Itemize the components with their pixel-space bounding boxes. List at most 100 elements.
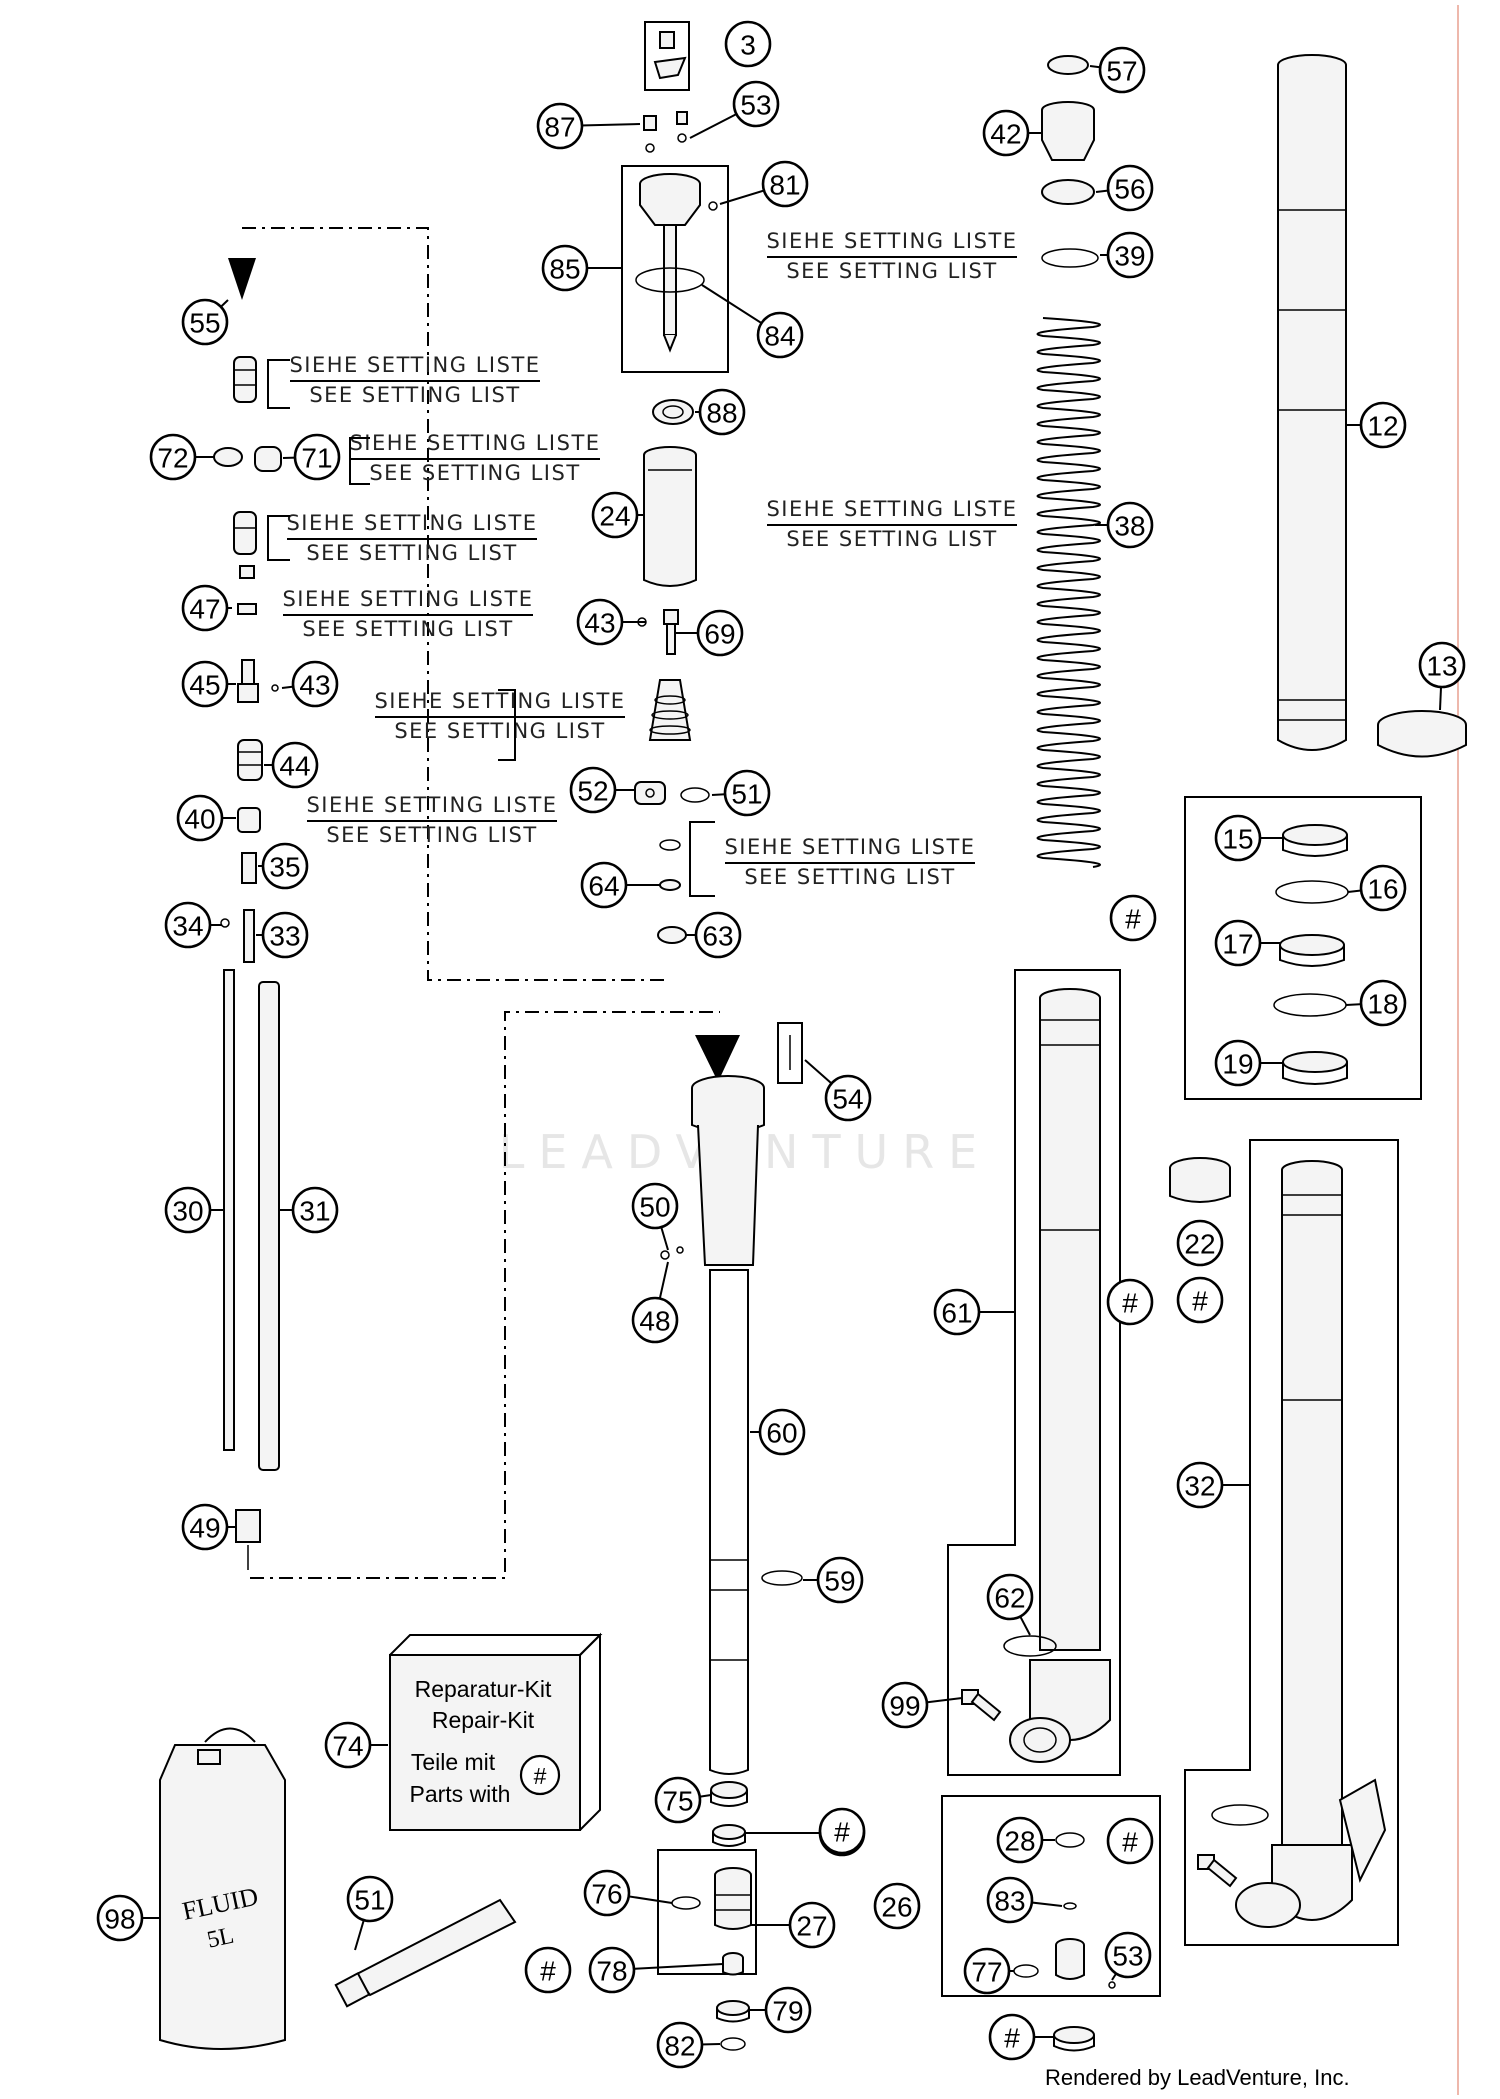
bolt-icon — [1197, 1854, 1238, 1888]
callout-55: 55 — [181, 298, 229, 346]
callout-59: 59 — [816, 1556, 864, 1604]
setting-list-note: SIEHE SETTING LISTE SEE SETTING LIST — [724, 835, 975, 889]
washer-72-icon — [213, 447, 243, 467]
setting-list-de: SIEHE SETTING LISTE — [349, 431, 600, 455]
callout-label: # — [834, 1817, 850, 1848]
callout-label: 32 — [1184, 1471, 1215, 1502]
callout-24: 24 — [591, 491, 639, 539]
callout-label: 45 — [189, 670, 220, 701]
callout-label: 24 — [599, 501, 630, 532]
repair-kit-title-en: Repair-Kit — [432, 1707, 535, 1733]
seal-17-icon — [1279, 934, 1345, 967]
arrow-down-icon — [695, 1035, 740, 1082]
callout-label: 26 — [881, 1892, 912, 1923]
repair-kit-parts-de: Teile mit — [411, 1749, 496, 1775]
nut-63-icon — [657, 926, 687, 944]
setting-list-de: SIEHE SETTING LISTE — [306, 793, 557, 817]
nut-77-icon — [722, 1952, 744, 1976]
valve-71-icon — [254, 446, 282, 472]
callout-82: 82 — [656, 2021, 704, 2069]
callout-label: 22 — [1184, 1229, 1215, 1260]
callout-label: 16 — [1367, 874, 1398, 905]
fluid-can-volume: 5L — [205, 1923, 236, 1954]
cartridge-76-icon — [714, 1867, 752, 1930]
callout-42: 42 — [982, 109, 1030, 157]
callout-label: 30 — [172, 1196, 203, 1227]
callout-78: 78 — [588, 1946, 636, 1994]
callout-99: 99 — [881, 1681, 929, 1729]
seal-kit-box — [1184, 796, 1422, 1100]
rod-31-icon — [258, 981, 280, 1471]
callout-label: 76 — [591, 1879, 622, 1910]
callout-label: 47 — [189, 594, 220, 625]
inner-tube-61-icon — [1009, 988, 1111, 1763]
washer-79-icon — [720, 2037, 746, 2051]
ring-18-icon — [1273, 993, 1347, 1017]
callout-26: 26 — [873, 1882, 921, 1930]
setting-list-en: SEE SETTING LIST — [744, 865, 955, 889]
callout-label: 17 — [1222, 929, 1253, 960]
callout-label: 51 — [731, 779, 762, 810]
cap-82-icon — [1053, 2026, 1095, 2052]
callout-label: 53 — [1112, 1941, 1143, 1972]
o-ring-59-icon — [1003, 1635, 1057, 1657]
callout-label: 77 — [971, 1957, 1002, 1988]
callout-13: 13 — [1418, 641, 1466, 689]
callout-label: 74 — [332, 1731, 363, 1762]
inner-tube-60-icon — [1235, 1160, 1387, 1928]
nut-32-icon — [235, 1509, 261, 1570]
callout-label: 3 — [740, 30, 756, 61]
callout-label: 12 — [1367, 411, 1398, 442]
ring-16-icon — [1275, 880, 1349, 904]
flow-line-upper — [242, 227, 670, 981]
callout-28: 28 — [996, 1816, 1044, 1864]
callout-83: 83 — [986, 1876, 1034, 1924]
callout-label: 28 — [1004, 1826, 1035, 1857]
valve-69-icon — [637, 609, 679, 655]
callout-label: 88 — [706, 398, 737, 429]
callout-hash: # — [1176, 1276, 1224, 1324]
callout-51: 51 — [723, 769, 771, 817]
callout-50: 50 — [631, 1182, 679, 1230]
callout-label: 35 — [269, 852, 300, 883]
callout-45: 45 — [181, 660, 229, 708]
piston-52-icon — [634, 781, 710, 805]
callout-label: # — [1125, 904, 1141, 935]
setting-list-de: SIEHE SETTING LISTE — [374, 689, 625, 713]
callout-77: 77 — [963, 1947, 1011, 1995]
needle-33-icon — [220, 909, 255, 963]
callout-label: 56 — [1114, 174, 1145, 205]
callout-39: 39 — [1106, 231, 1154, 279]
outer-tube-12-icon — [1277, 54, 1347, 751]
setting-list-de: SIEHE SETTING LISTE — [724, 835, 975, 859]
part-60-box — [1184, 1139, 1399, 1946]
callout-label: 27 — [796, 1911, 827, 1942]
spring-35-icon — [241, 852, 257, 884]
callout-48: 48 — [631, 1296, 679, 1344]
callout-label: 33 — [269, 921, 300, 952]
bushing-22-icon — [1169, 1157, 1231, 1203]
callout-47: 47 — [181, 584, 229, 632]
spring-38-icon — [1036, 317, 1101, 868]
rod-45-icon — [237, 659, 279, 703]
callout-34: 34 — [164, 901, 212, 949]
part-3-box — [644, 21, 690, 91]
o-ring-49-icon — [761, 1570, 803, 1586]
fluid-can-icon: FLUID 5L — [159, 1727, 286, 2050]
spring-44-icon — [237, 739, 263, 781]
callout-27: 27 — [788, 1901, 836, 1949]
callout-label: 55 — [189, 308, 220, 339]
callout-label: 50 — [639, 1192, 670, 1223]
callout-label: 51 — [354, 1885, 385, 1916]
setting-list-de: SIEHE SETTING LISTE — [286, 511, 537, 535]
callout-label: 49 — [189, 1513, 220, 1544]
callout-17: 17 — [1214, 919, 1262, 967]
grease-tube-icon — [334, 1898, 517, 2008]
callout-label: 75 — [662, 1786, 693, 1817]
setting-list-en: SEE SETTING LIST — [369, 461, 580, 485]
